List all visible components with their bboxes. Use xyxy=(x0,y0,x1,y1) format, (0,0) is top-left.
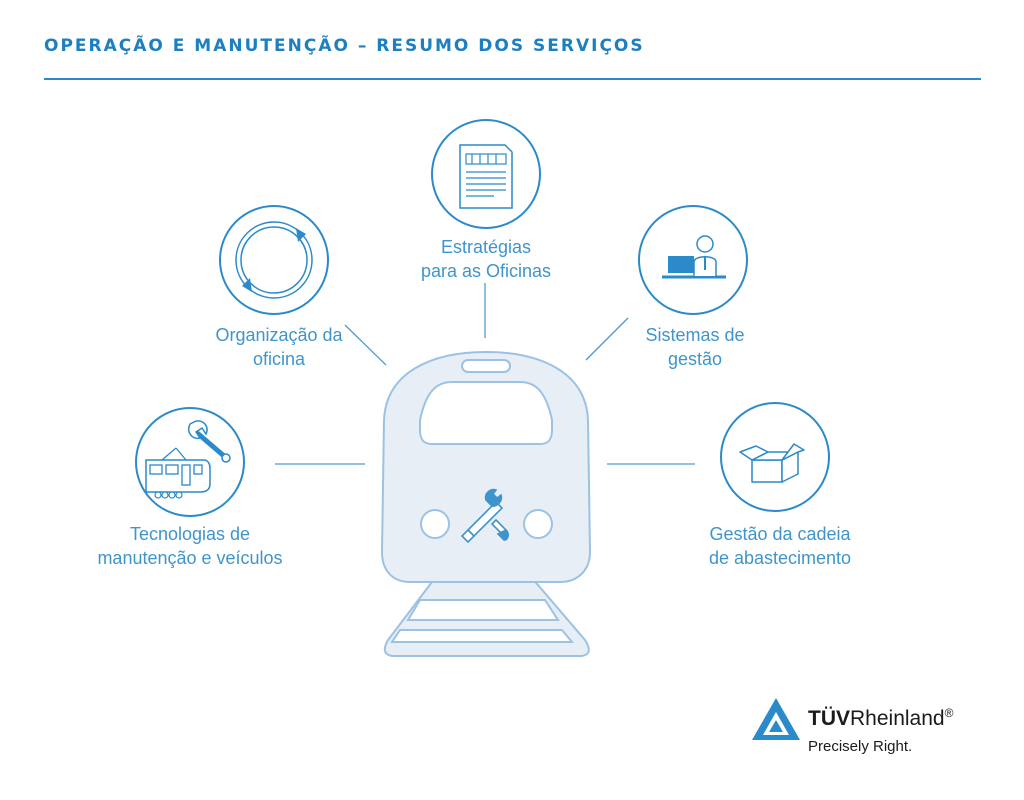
connector-management xyxy=(585,317,629,361)
train-front-icon xyxy=(380,350,592,657)
page-title: OPERAÇÃO E MANUTENÇÃO – RESUMO DOS SERVI… xyxy=(44,36,645,56)
label-management: Sistemas de gestão xyxy=(645,325,745,369)
tuv-logo-wordmark: TÜVRheinland® xyxy=(808,706,954,730)
train-wrench-icon xyxy=(135,407,245,517)
document-icon xyxy=(431,119,541,229)
label-supply: Gestão da cadeia de abastecimento xyxy=(708,524,852,568)
connector-workshop xyxy=(344,324,387,366)
title-divider xyxy=(44,78,981,80)
box-icon xyxy=(720,402,830,512)
tuv-logo-triangle-icon xyxy=(752,698,800,740)
person-computer-icon xyxy=(638,205,748,315)
cycle-arrows-icon xyxy=(219,205,329,315)
label-technologies: Tecnologias de manutenção e veículos xyxy=(97,524,283,568)
label-workshop: Organização da oficina xyxy=(215,325,343,369)
logo-tagline: Precisely Right. xyxy=(808,738,913,755)
label-strategies: Estratégias para as Oficinas xyxy=(420,237,552,281)
